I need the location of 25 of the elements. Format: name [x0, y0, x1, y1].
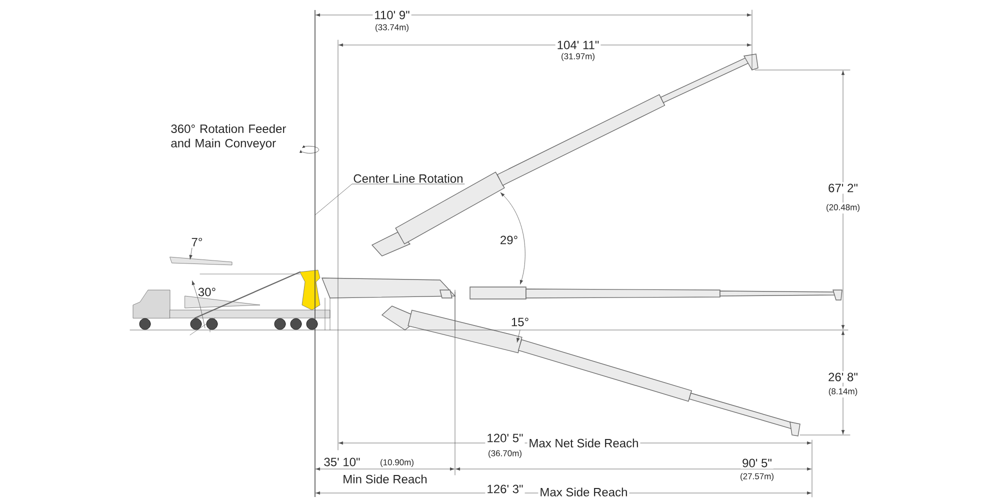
metric-value: (31.97m): [562, 53, 594, 61]
leader-line: [314, 184, 465, 216]
angle-label: 29°: [498, 234, 520, 246]
dimension-value: 35' 10": [322, 456, 362, 468]
dimension-value: 110' 9": [372, 9, 412, 21]
dimension-value: 104' 11": [555, 39, 601, 51]
caption-text: Max Net Side Reach: [527, 437, 640, 449]
angle-label: 15°: [512, 318, 528, 326]
metric-value: (20.48m): [824, 202, 862, 214]
caption-text: Max Side Reach: [538, 486, 630, 498]
caption-text: Min Side Reach: [341, 473, 429, 485]
dimension-value: 67' 2": [826, 182, 860, 194]
metric-value: (36.70m): [486, 448, 524, 460]
metric-value: (8.14m): [826, 386, 860, 398]
dimension-value: 126' 3": [485, 483, 525, 495]
dimension-value: 120' 5": [485, 432, 525, 444]
callout-text: Center Line Rotation: [354, 174, 462, 183]
dimension-value: 26' 8": [826, 371, 860, 383]
metric-value: (10.90m): [378, 458, 416, 468]
angle-label: 30°: [198, 288, 216, 296]
caption-text: 360° Rotation Feeder and Main Conveyor: [171, 124, 286, 150]
dimension-value: 90' 5": [740, 457, 774, 469]
metric-value: (33.74m): [376, 24, 408, 32]
metric-value: (27.57m): [738, 472, 776, 482]
angle-label: 7°: [192, 238, 202, 246]
